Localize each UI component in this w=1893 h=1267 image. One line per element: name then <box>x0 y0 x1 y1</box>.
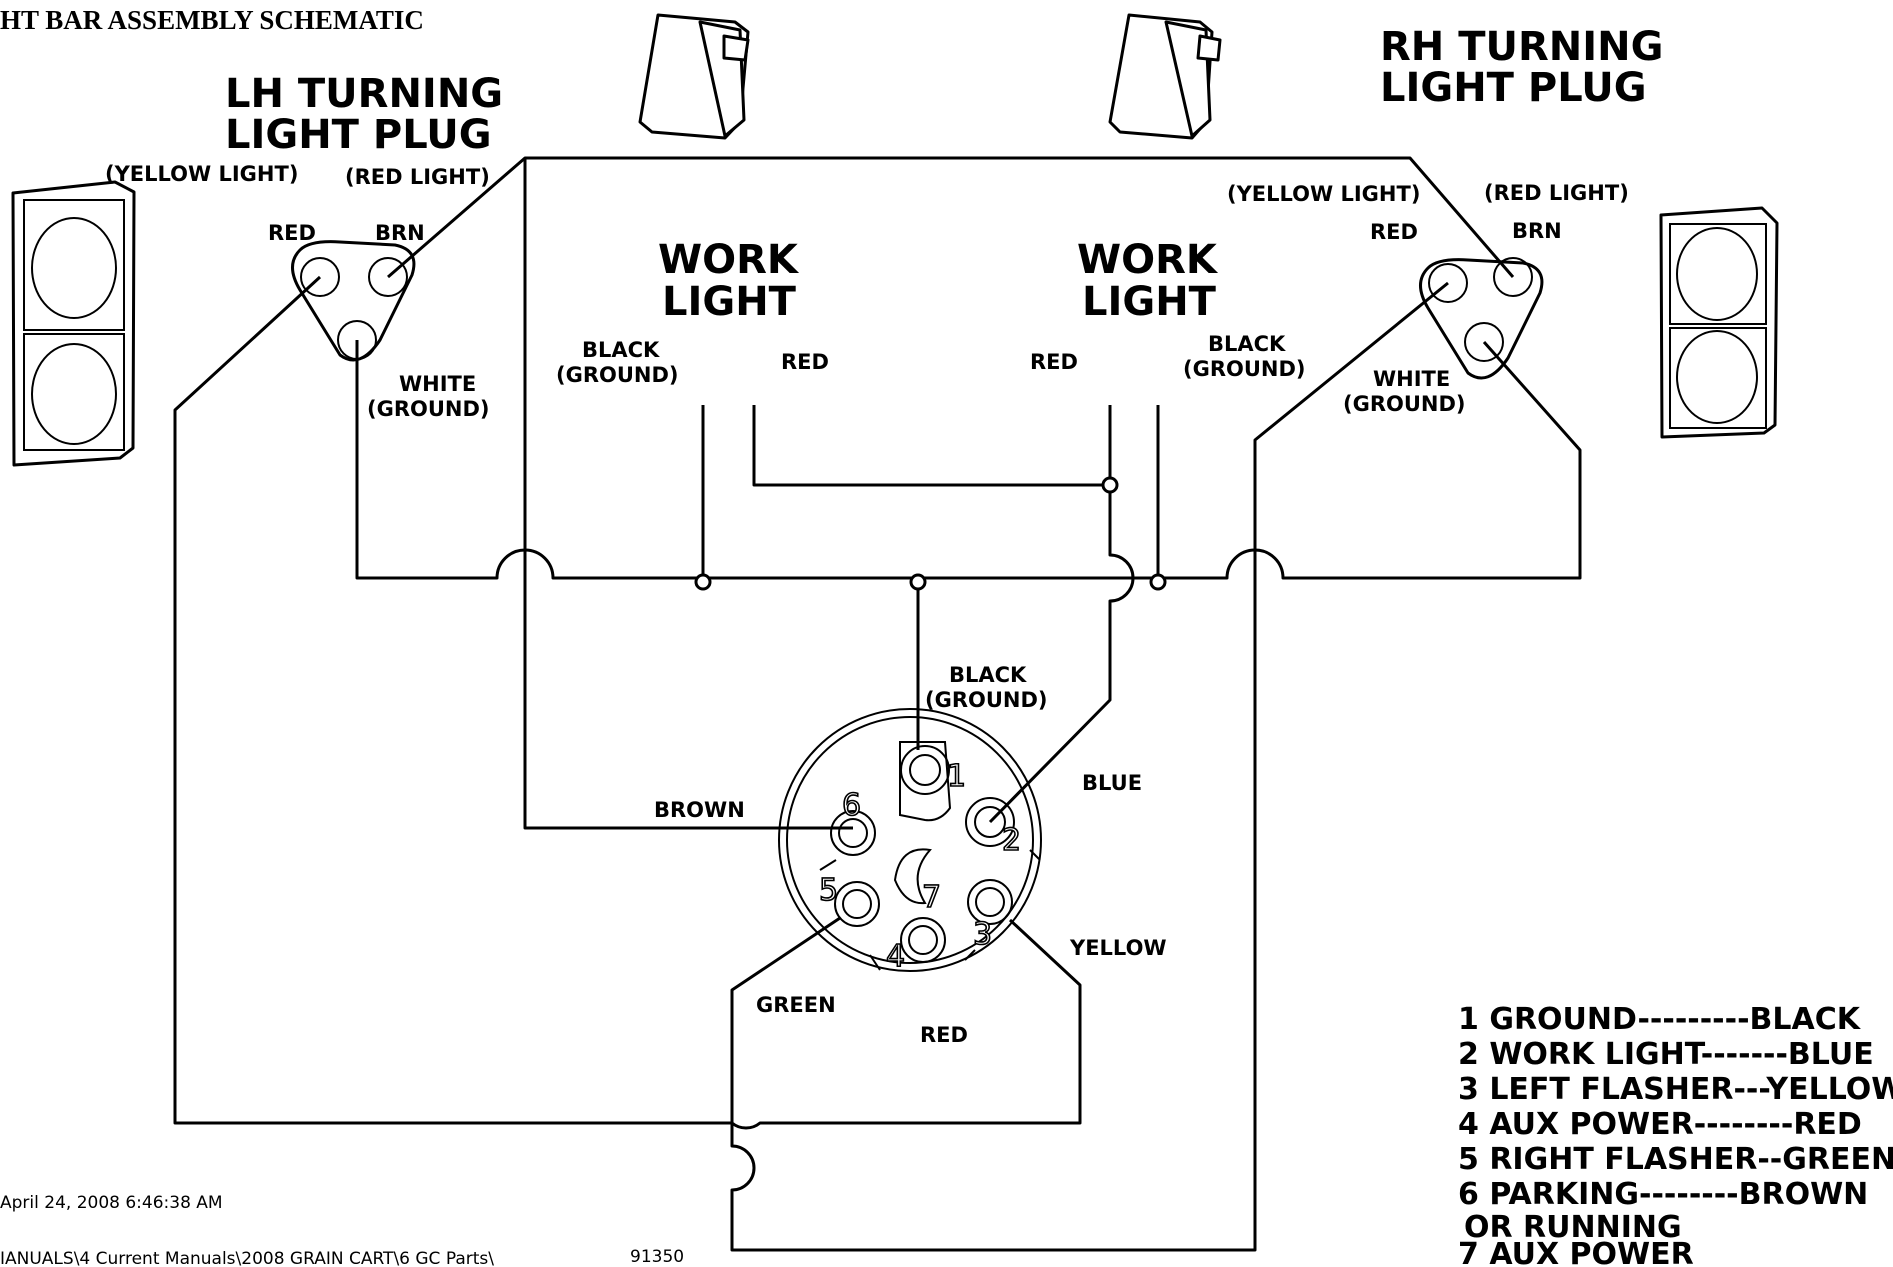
wiring <box>173 156 1582 1252</box>
pin-3-label: 3 <box>973 917 992 952</box>
right-work-light-lamp <box>1108 13 1222 140</box>
rh-turning-light-lamp <box>1659 206 1779 439</box>
right-work-light-line1: WORK <box>1077 237 1219 283</box>
lh-yellow-light-label: (YELLOW LIGHT) <box>105 162 298 186</box>
legend-line-8: 7 AUX POWER <box>1458 1237 1694 1267</box>
right-work-light-line2: LIGHT <box>1082 279 1217 325</box>
legend-line-2: 2 WORK LIGHT-------BLUE <box>1458 1037 1874 1072</box>
connector-brown-label: BROWN <box>654 798 745 822</box>
lh-turning-light-plug <box>291 240 416 362</box>
legend-line-7: OR RUNNING <box>1464 1210 1682 1245</box>
connector-ground-label: (GROUND) <box>925 688 1048 712</box>
footer-number: 91350 <box>630 1247 684 1267</box>
left-work-ground-label: (GROUND) <box>556 363 679 387</box>
rh-white-label: WHITE <box>1373 367 1450 391</box>
right-work-black-label: BLACK <box>1208 332 1286 356</box>
footer-date: April 24, 2008 6:46:38 AM <box>0 1193 223 1213</box>
left-work-light-line2: LIGHT <box>662 279 797 325</box>
rh-brn-wire-label: BRN <box>1512 219 1562 243</box>
lh-white-label: WHITE <box>399 372 476 396</box>
pin-legend: 1 GROUND---------BLACK 2 WORK LIGHT-----… <box>1458 1002 1893 1267</box>
lh-red-wire-label: RED <box>268 221 316 245</box>
rh-plug-title-line1: RH TURNING <box>1380 24 1663 70</box>
pin-4-label: 4 <box>886 939 905 974</box>
left-work-light-lamp <box>638 13 750 140</box>
legend-line-6: 6 PARKING--------BROWN <box>1458 1177 1868 1212</box>
connector-yellow-label: YELLOW <box>1069 936 1167 960</box>
lh-ground-label: (GROUND) <box>367 397 490 421</box>
rh-ground-label: (GROUND) <box>1343 392 1466 416</box>
connector-green-label: GREEN <box>756 993 836 1017</box>
rh-plug-title-line2: LIGHT PLUG <box>1380 65 1647 111</box>
connector-red-label: RED <box>920 1023 968 1047</box>
lh-plug-title-line1: LH TURNING <box>225 71 503 117</box>
pin-5-label: 5 <box>819 873 838 908</box>
legend-line-4: 4 AUX POWER--------RED <box>1458 1107 1862 1142</box>
right-work-ground-label: (GROUND) <box>1183 357 1306 381</box>
rh-red-wire-label: RED <box>1370 220 1418 244</box>
lh-brn-wire-label: BRN <box>375 221 425 245</box>
rh-red-light-label: (RED LIGHT) <box>1484 181 1629 205</box>
left-work-red-label: RED <box>781 350 829 374</box>
right-work-red-label: RED <box>1030 350 1078 374</box>
legend-line-1: 1 GROUND---------BLACK <box>1458 1002 1862 1037</box>
left-work-black-label: BLACK <box>582 338 660 362</box>
pin-7-label: 7 <box>922 880 941 915</box>
connector-blue-label: BLUE <box>1082 771 1142 795</box>
connector-black-label: BLACK <box>949 663 1027 687</box>
pin-6-label: 6 <box>842 788 861 823</box>
pin-1-label: 1 <box>947 759 966 794</box>
lh-plug-title-line2: LIGHT PLUG <box>225 112 492 158</box>
legend-line-5: 5 RIGHT FLASHER--GREEN <box>1458 1142 1893 1177</box>
schematic-title: HT BAR ASSEMBLY SCHEMATIC <box>0 5 424 35</box>
legend-line-3: 3 LEFT FLASHER---YELLOW <box>1458 1072 1893 1107</box>
footer-path: IANUALS\4 Current Manuals\2008 GRAIN CAR… <box>0 1249 494 1267</box>
seven-pin-connector: 1 2 3 4 5 6 7 <box>778 708 1042 975</box>
pin-2-label: 2 <box>1002 823 1021 858</box>
rh-turning-light-plug <box>1419 257 1544 380</box>
left-work-light-line1: WORK <box>658 237 800 283</box>
rh-yellow-light-label: (YELLOW LIGHT) <box>1227 182 1420 206</box>
lh-red-light-label: (RED LIGHT) <box>345 165 490 189</box>
lh-turning-light-lamp <box>11 180 136 467</box>
